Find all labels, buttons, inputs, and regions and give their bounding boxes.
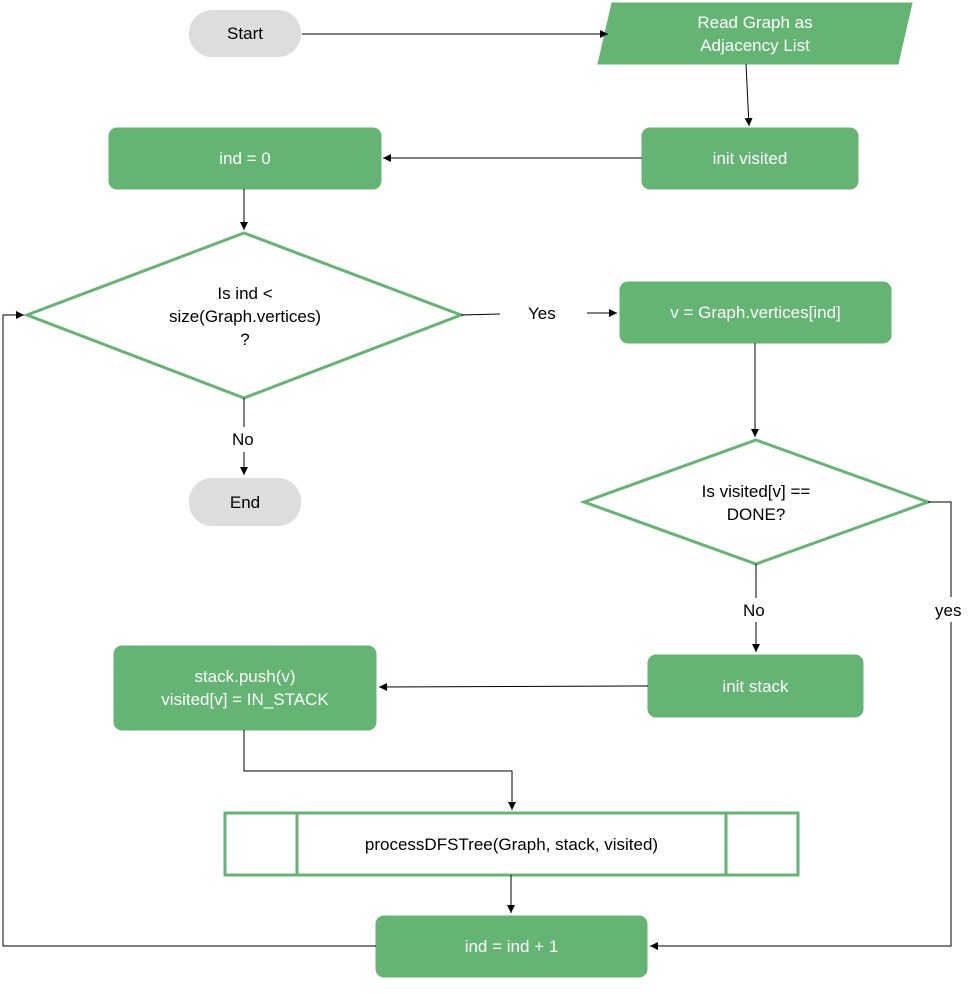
read-graph-line-2: Adjacency List <box>700 36 810 55</box>
edge-read-to-initvisited <box>744 63 753 127</box>
check-visited-line-2: DONE? <box>726 505 786 524</box>
read-graph-label: Read Graph as Adjacency List <box>620 8 890 60</box>
ind-init-box <box>108 127 382 190</box>
edge-initstack-to-push <box>378 682 649 691</box>
edge-label-no-visited: No <box>743 601 765 620</box>
init-stack-label: init stack <box>722 676 789 696</box>
end-label: End <box>229 492 261 512</box>
edge-push-to-process <box>243 730 516 810</box>
edge-label-no-ind: No <box>232 430 254 449</box>
read-graph-io <box>597 2 913 65</box>
check-visited-line-1: Is visited[v] == <box>701 482 811 501</box>
start-label: Start <box>227 24 263 43</box>
start-terminal <box>189 10 301 57</box>
check-ind-line-2: size(Graph.vertices) <box>168 306 322 326</box>
check-ind-line-3: ? <box>240 329 250 349</box>
edge-visited-yes-bottom <box>650 622 952 950</box>
push-stack-line-1: stack.push(v) <box>194 667 296 686</box>
edge-loop-back <box>2 311 376 947</box>
ind-increment-label: ind = ind + 1 <box>464 937 559 956</box>
push-stack-line-2: visited[v] = IN_STACK <box>161 690 329 709</box>
check-visited-label: Is visited[v] == DONE? <box>656 479 856 527</box>
edge-label-yes-visited: yes <box>935 601 962 620</box>
process-dfs-label: processDFSTree(Graph, stack, visited) <box>364 834 659 854</box>
check-ind-line-1: Is ind < <box>217 283 273 303</box>
push-stack-label: stack.push(v) visited[v] = IN_STACK <box>114 646 376 730</box>
end-terminal <box>189 478 301 526</box>
edge-check-yes-left <box>460 313 501 316</box>
ind-init-label: ind = 0 <box>219 149 271 168</box>
init-visited-label: init visited <box>712 149 788 168</box>
assign-v-label: v = Graph.vertices[ind] <box>670 303 841 322</box>
process-dfs-predefined <box>223 811 800 877</box>
edge-label-yes-ind: Yes <box>528 304 556 323</box>
read-graph-line-1: Read Graph as <box>697 13 813 32</box>
check-ind-label: Is ind < size(Graph.vertices) ? <box>120 280 370 352</box>
push-stack-box <box>113 645 377 731</box>
edge-visited-yes-top <box>928 501 952 597</box>
